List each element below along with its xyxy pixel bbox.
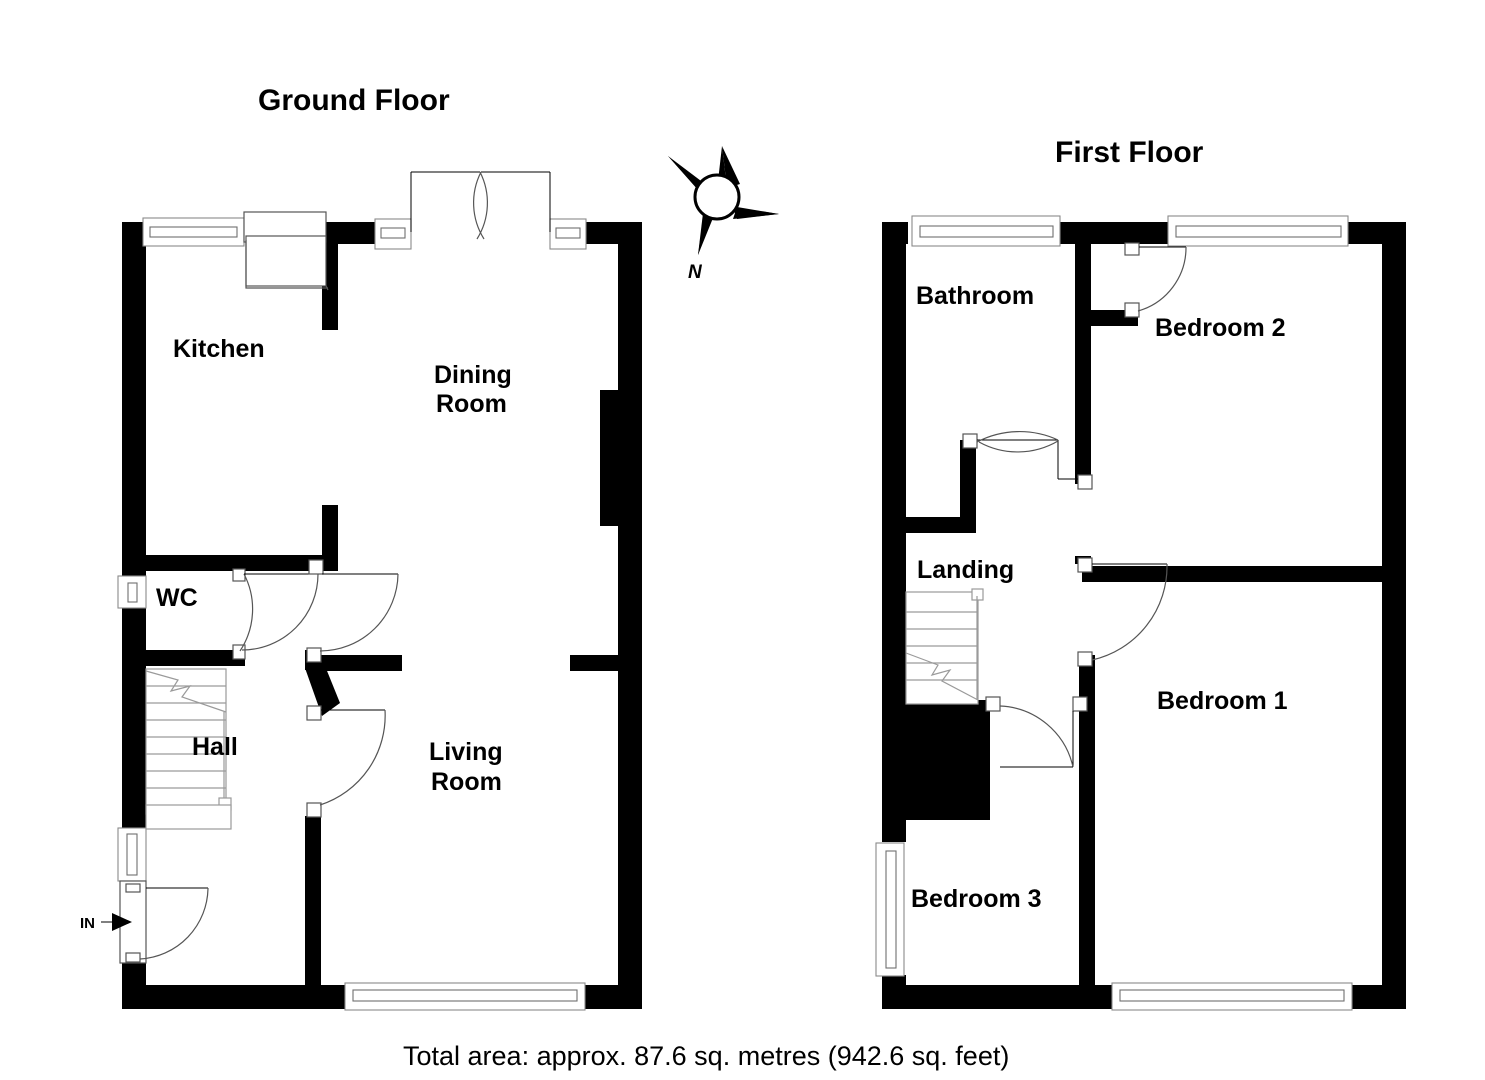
door-dining-french xyxy=(410,171,551,240)
window-bathroom-top xyxy=(911,215,1061,247)
compass-north-label: N xyxy=(688,262,703,283)
window-bedroom1-bottom xyxy=(1111,982,1353,1011)
room-label-bedroom2: Bedroom 2 xyxy=(1155,314,1286,342)
window-wc-left xyxy=(117,575,147,609)
window-bedroom3-left xyxy=(875,842,905,977)
door-wc xyxy=(232,568,319,660)
door-kitchen-back xyxy=(243,211,329,291)
entrance-in-label: IN xyxy=(80,915,95,932)
window-living-bottom xyxy=(344,982,586,1011)
ground-floor-windows xyxy=(117,217,587,1011)
room-label-bathroom: Bathroom xyxy=(916,282,1034,310)
room-label-wc: WC xyxy=(156,584,198,612)
ground-floor-doors xyxy=(119,171,551,964)
first-floor-plan: Bathroom Bedroom 2 Landing Bedroom 1 Bed… xyxy=(875,215,1406,1011)
room-label-dining-line2: Room xyxy=(436,390,507,418)
ground-floor-stairs xyxy=(145,668,232,830)
room-label-living-line2: Room xyxy=(431,768,502,796)
room-label-bedroom3: Bedroom 3 xyxy=(911,885,1042,913)
room-label-hall: Hall xyxy=(192,733,238,761)
ground-floor-plan: Kitchen Dining Room WC Hall Living Room … xyxy=(80,171,642,1011)
room-label-living-line1: Living xyxy=(429,738,503,766)
room-label-bedroom1: Bedroom 1 xyxy=(1157,687,1288,715)
door-bedroom2 xyxy=(1124,242,1187,318)
entrance-in-marker: IN xyxy=(80,913,132,932)
first-floor-stairs xyxy=(905,588,984,705)
window-kitchen-top xyxy=(142,217,245,247)
door-hall-living-bottom xyxy=(306,705,386,818)
room-label-kitchen: Kitchen xyxy=(173,335,265,363)
first-floor-title: First Floor xyxy=(1055,136,1204,169)
total-area-text: Total area: approx. 87.6 sq. metres (942… xyxy=(403,1041,1009,1071)
door-bedroom1 xyxy=(1077,557,1168,667)
compass-rose: N xyxy=(668,146,779,283)
door-bedroom3 xyxy=(985,696,1088,768)
window-dining-left xyxy=(374,218,412,250)
door-hall-living-top xyxy=(306,559,399,663)
door-bathroom xyxy=(962,430,1093,490)
window-dining-right xyxy=(549,218,587,250)
room-label-dining-line1: Dining xyxy=(434,361,512,389)
window-bedroom2-top xyxy=(1167,215,1349,247)
first-floor-doors xyxy=(962,242,1187,768)
window-hall-left xyxy=(117,827,147,882)
first-floor-windows xyxy=(875,215,1353,1011)
door-front-entrance xyxy=(119,880,209,964)
room-label-landing: Landing xyxy=(917,556,1014,584)
ground-floor-title: Ground Floor xyxy=(258,84,450,117)
